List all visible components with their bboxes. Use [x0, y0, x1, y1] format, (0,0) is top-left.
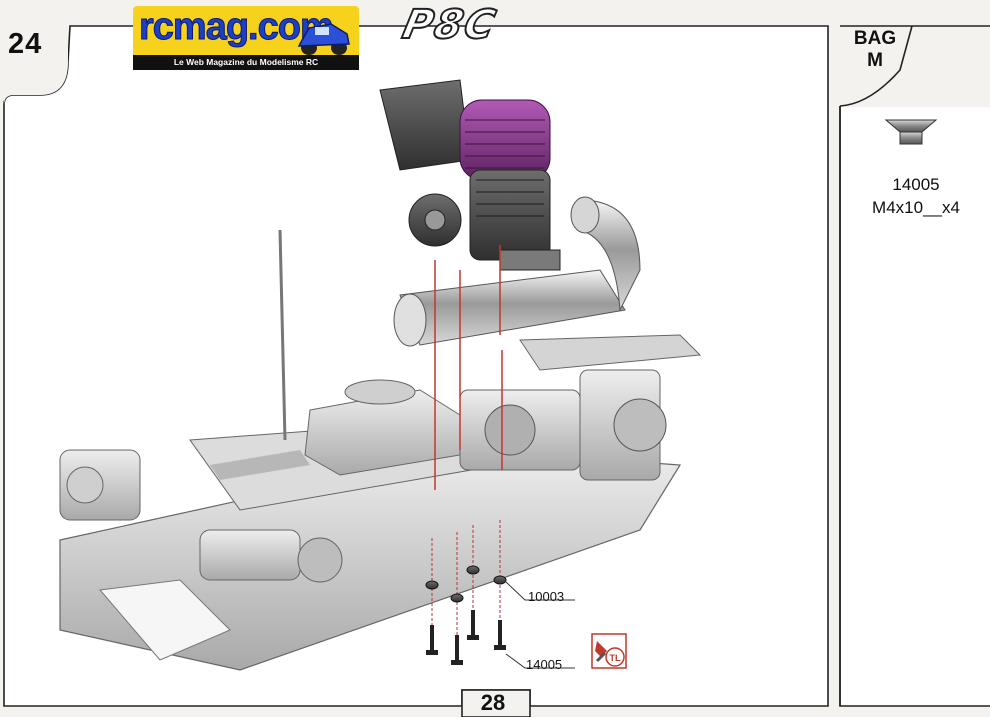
screw-size: M4x10__x4: [872, 198, 960, 217]
callout-leaders: [505, 581, 575, 669]
callout-screw-part: 14005: [526, 657, 563, 672]
model-logo: P8C: [398, 1, 502, 49]
front-suspension: [59, 449, 343, 583]
bag-title: BAG: [853, 28, 897, 49]
antenna-tube: [278, 229, 287, 441]
drivetrain: [459, 334, 702, 481]
brand-tagline: Le Web Magazine du Modelisme RC: [133, 55, 359, 70]
step-number: 24: [8, 28, 43, 60]
bag-label: BAG M: [840, 28, 910, 72]
screws: [426, 610, 506, 665]
screw-spec: 14005 M4x10__x4: [852, 173, 980, 219]
callout-washer-part: 10003: [528, 589, 565, 604]
page-number: 28: [480, 690, 506, 715]
threadlock-text: TL: [610, 653, 621, 663]
exhaust-pipe: [393, 196, 641, 347]
brand-badge: rcmag.com Le Web Magazine du Modelisme R…: [133, 6, 359, 70]
countersunk-screw-icon: [884, 119, 938, 145]
assembly-illustration: [59, 79, 702, 671]
fuel-tank: [304, 379, 461, 476]
nitro-engine: [379, 79, 561, 271]
guide-lines: [434, 245, 503, 490]
rc-car-icon: [297, 23, 350, 55]
threadlock-icon: TL: [591, 633, 627, 669]
washers: [425, 565, 507, 603]
bag-letter: M: [867, 50, 883, 71]
screw-part-number: 14005: [892, 175, 940, 194]
